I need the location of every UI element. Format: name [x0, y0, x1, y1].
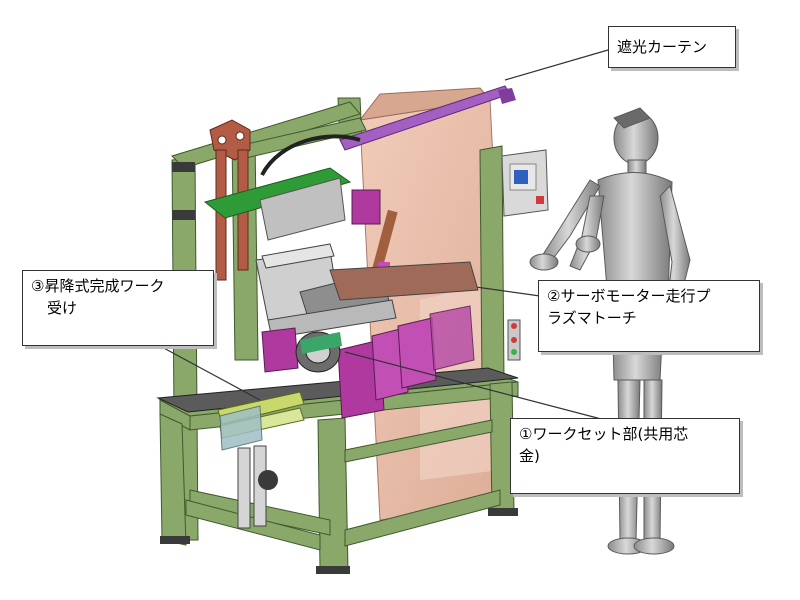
torch-label-line1: ②サーボモーター走行プ — [547, 287, 711, 305]
work-set-core — [261, 305, 606, 421]
curtain-callout: 遮光カーテン — [608, 26, 736, 68]
lift-callout: ③昇降式完成ワーク 受け — [22, 270, 214, 346]
workset-label-line1: ①ワークセット部(共用芯 — [519, 425, 689, 443]
control-box — [501, 149, 549, 361]
torch-callout: ②サーボモーター走行プ ラズマトーチ — [538, 280, 760, 352]
lift-label-line2: 受け — [47, 299, 78, 317]
torch-rack — [255, 243, 479, 339]
torch-label-line2: ラズマトーチ — [547, 309, 637, 327]
cable-tray — [203, 134, 361, 241]
frame-feet — [160, 162, 518, 574]
workset-callout: ①ワークセット部(共用芯 金) — [510, 418, 740, 494]
workset-label-line2: 金) — [519, 447, 540, 465]
curtain-rail — [339, 49, 609, 151]
curtain-label: 遮光カーテン — [617, 38, 708, 56]
lift-receiver — [159, 345, 305, 529]
lift-label-line1: ③昇降式完成ワーク — [31, 277, 165, 295]
